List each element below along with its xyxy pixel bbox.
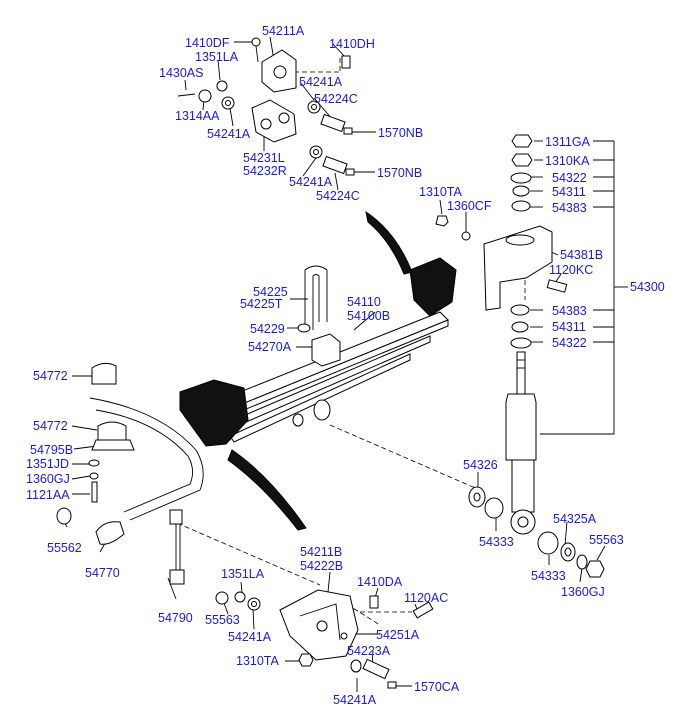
label-54241A-3[interactable]: 54241A (289, 175, 333, 189)
label-54270A[interactable]: 54270A (248, 340, 292, 354)
upper-nut (511, 134, 533, 148)
cotter-pin (177, 93, 196, 97)
u-bolt (304, 265, 328, 330)
label-54790[interactable]: 54790 (158, 611, 193, 625)
label-1360GJ-left[interactable]: 1360GJ (26, 472, 70, 486)
label-55563-bot[interactable]: 55563 (205, 613, 240, 627)
label-1351JD[interactable]: 1351JD (26, 457, 69, 471)
label-54211B[interactable]: 54211B (300, 545, 342, 559)
label-1351LA-top[interactable]: 1351LA (195, 50, 239, 64)
mount-nut (435, 215, 449, 227)
label-54311-top[interactable]: 54311 (552, 185, 586, 199)
label-54322-bot[interactable]: 54322 (552, 336, 587, 350)
shock-mount-bracket (483, 225, 553, 311)
label-54222B[interactable]: 54222B (300, 559, 343, 573)
label-1430AS[interactable]: 1430AS (159, 66, 203, 80)
label-1310TA-bot[interactable]: 1310TA (236, 654, 280, 668)
label-54325A[interactable]: 54325A (553, 512, 597, 526)
label-55563-right[interactable]: 55563 (589, 533, 624, 547)
shock-upper-body (505, 393, 537, 461)
hanger-bolt (341, 55, 351, 69)
bolt-head (251, 37, 261, 47)
label-54211A[interactable]: 54211A (262, 24, 305, 38)
label-54383-bot[interactable]: 54383 (552, 304, 587, 318)
leaf-spring-assembly (179, 210, 457, 531)
label-54333-2[interactable]: 54333 (531, 569, 566, 583)
spring-pad (311, 333, 341, 367)
label-54251A[interactable]: 54251A (376, 628, 420, 642)
rear-hanger-bracket-group (215, 589, 434, 689)
label-54772-1[interactable]: 54772 (33, 369, 68, 383)
label-1310KA[interactable]: 1310KA (545, 154, 590, 168)
front-hanger-bracket-group (177, 37, 355, 176)
label-54225[interactable]: 54225 (253, 285, 288, 299)
label-54381B[interactable]: 54381B (560, 248, 603, 262)
label-54241A-2[interactable]: 54241A (207, 127, 251, 141)
label-54772-2[interactable]: 54772 (33, 419, 68, 433)
label-54383-top[interactable]: 54383 (552, 201, 587, 215)
label-54300[interactable]: 54300 (630, 280, 665, 294)
label-1570NB-2[interactable]: 1570NB (377, 166, 422, 180)
label-54770[interactable]: 54770 (85, 566, 120, 580)
label-54333-1[interactable]: 54333 (479, 535, 514, 549)
shock-upper-mount-group (435, 134, 568, 349)
shackle-pin (320, 113, 346, 133)
frame-front-end (179, 379, 249, 447)
label-54100B[interactable]: 54100B (347, 309, 390, 323)
label-54241A-4[interactable]: 54241A (228, 630, 272, 644)
shock-absorber (468, 351, 605, 578)
frame-rear-end (409, 257, 457, 317)
label-1410DA[interactable]: 1410DA (357, 575, 403, 589)
label-1120AC[interactable]: 1120AC (404, 591, 448, 605)
label-54224C-1[interactable]: 54224C (314, 92, 358, 106)
label-1311GA[interactable]: 1311GA (545, 135, 591, 149)
label-54795B[interactable]: 54795B (30, 443, 73, 457)
label-1360CF[interactable]: 1360CF (447, 199, 492, 213)
label-54241A-1[interactable]: 54241A (299, 75, 343, 89)
stabilizer-bar-group (56, 362, 204, 585)
label-54232R[interactable]: 54232R (243, 164, 287, 178)
label-54241A-5[interactable]: 54241A (333, 693, 377, 707)
dashed-axis-lines (169, 58, 526, 626)
label-54231L[interactable]: 54231L (243, 151, 285, 165)
label-1410DH[interactable]: 1410DH (329, 37, 375, 51)
label-1410DF[interactable]: 1410DF (185, 36, 230, 50)
label-1310TA-top[interactable]: 1310TA (419, 185, 463, 199)
label-54223A[interactable]: 54223A (347, 644, 391, 658)
label-1570CA[interactable]: 1570CA (414, 680, 460, 694)
part-labels: 1410DF 54211A 1410DH 1351LA 1430AS 54241… (26, 24, 665, 707)
label-54110[interactable]: 54110 (347, 295, 381, 309)
label-54225T[interactable]: 54225T (240, 297, 283, 311)
label-54322-top[interactable]: 54322 (552, 171, 587, 185)
label-54326[interactable]: 54326 (463, 458, 498, 472)
frame-rail-lower (227, 449, 307, 531)
stabilizer-link-end (95, 521, 125, 545)
stabilizer-bushing (91, 362, 117, 385)
frame-rail-upper (365, 210, 413, 275)
label-54224C-2[interactable]: 54224C (316, 189, 360, 203)
label-1121AA[interactable]: 1121AA (26, 488, 70, 502)
label-1120KC[interactable]: 1120KC (549, 263, 593, 277)
shackle-plate (251, 99, 297, 143)
label-1351LA-bot[interactable]: 1351LA (221, 567, 265, 581)
label-54229[interactable]: 54229 (250, 322, 285, 336)
lower-nut (585, 560, 605, 578)
shock-rod (516, 351, 526, 398)
label-1570NB-1[interactable]: 1570NB (378, 126, 423, 140)
label-54311-bot[interactable]: 54311 (552, 320, 586, 334)
label-1314AA[interactable]: 1314AA (175, 109, 220, 123)
stabilizer-link (169, 569, 185, 585)
label-1360GJ-right[interactable]: 1360GJ (561, 585, 605, 599)
label-55562[interactable]: 55562 (47, 541, 82, 555)
